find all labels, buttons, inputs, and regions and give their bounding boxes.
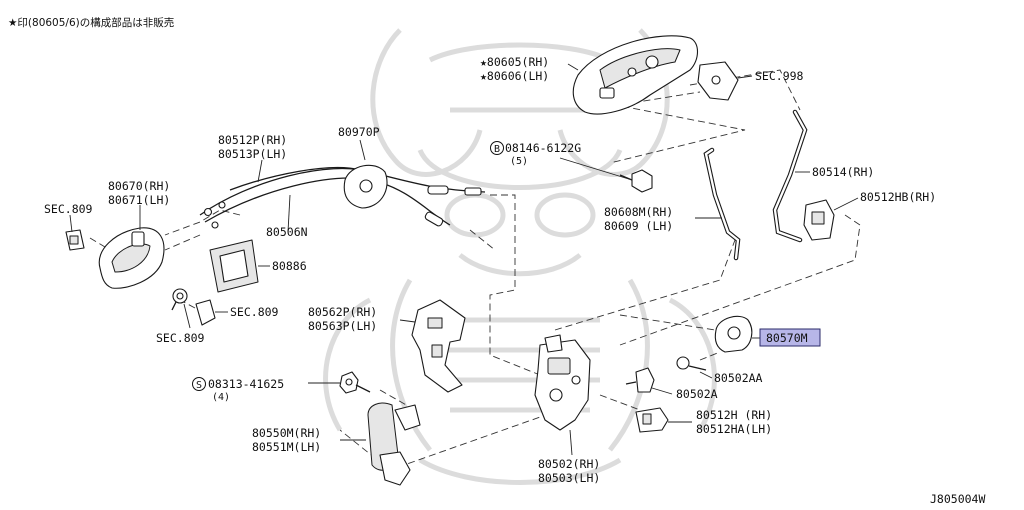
label-sec809-a[interactable]: SEC.809 [44, 202, 93, 216]
bolt-80502a-part [625, 367, 673, 395]
rod-80608m-part [695, 147, 741, 261]
label-80502aa[interactable]: 80502AA [714, 371, 763, 385]
label-80605[interactable]: ★80605(RH) [480, 55, 549, 69]
label-80512h[interactable]: 80512H (RH) [696, 408, 772, 422]
diagram-code: J805004W [930, 492, 985, 506]
actuator-80550m-part [340, 402, 421, 486]
label-80502[interactable]: 80502(RH) [538, 457, 600, 471]
label-80886[interactable]: 80886 [272, 259, 307, 273]
label-80512ha[interactable]: 80512HA(LH) [696, 422, 772, 436]
label-80512hb[interactable]: 80512HB(RH) [860, 190, 936, 204]
striker-80570m-part [714, 315, 760, 353]
label-80608m[interactable]: 80608M(RH) [604, 205, 673, 219]
part-labels: ★80605(RH) ★80606(LH) SEC.998 80970P 805… [44, 55, 936, 485]
label-80506n[interactable]: 80506N [266, 225, 308, 239]
screw-80502aa-part [676, 356, 713, 379]
header-note: ★印(80605/6)の構成部品は非販売 [8, 16, 174, 29]
highlight-box-80570m[interactable] [759, 328, 821, 347]
circle-b-badge: B [490, 141, 504, 155]
label-80512p[interactable]: 80512P(RH) [218, 133, 287, 147]
label-08146[interactable]: 08146-6122G [505, 141, 581, 155]
clip-80512hb-part [803, 197, 859, 241]
circle-b-letter: B [494, 144, 500, 155]
screw-08313-part [308, 371, 371, 394]
pad-80886-part [209, 239, 270, 293]
handle-bracket-part [697, 61, 753, 101]
label-80514[interactable]: 80514(RH) [812, 165, 874, 179]
label-80551m[interactable]: 80551M(LH) [252, 440, 321, 454]
clip-sec809-left-part [65, 214, 85, 251]
label-80563p[interactable]: 80563P(LH) [308, 319, 377, 333]
label-80513p[interactable]: 80513P(LH) [218, 147, 287, 161]
screw-sec809-part [171, 288, 191, 329]
label-80609[interactable]: 80609 (LH) [604, 219, 673, 233]
label-08146-qty: (5) [510, 156, 528, 167]
label-08313-qty: (4) [212, 392, 230, 403]
label-80502a[interactable]: 80502A [676, 387, 718, 401]
assembly-dashed-lines [89, 69, 861, 471]
label-sec998[interactable]: SEC.998 [755, 69, 804, 83]
outside-handle-part [567, 35, 699, 115]
label-sec809-c[interactable]: SEC.809 [156, 331, 205, 345]
rod-80514-part [772, 109, 810, 243]
door-lock-80502-part [534, 334, 591, 456]
bracket-80562p-part [399, 299, 466, 393]
cap-sec809-part [195, 299, 228, 326]
circle-s-letter: S [196, 380, 202, 391]
cable-assembly-part [199, 139, 486, 233]
bolt-08146-part [559, 157, 653, 193]
label-80670[interactable]: 80670(RH) [108, 179, 170, 193]
label-80606[interactable]: ★80606(LH) [480, 69, 549, 83]
clip-80512h-part [635, 407, 692, 433]
watermark-emblem [323, 28, 717, 485]
label-80503[interactable]: 80503(LH) [538, 471, 600, 485]
inside-handle-part [98, 205, 165, 289]
label-80562p[interactable]: 80562P(RH) [308, 305, 377, 319]
label-08313[interactable]: 08313-41625 [208, 377, 284, 391]
label-80570m[interactable]: 80570M [766, 331, 808, 345]
label-80550m[interactable]: 80550M(RH) [252, 426, 321, 440]
circle-s-badge: S [192, 377, 206, 391]
label-80671[interactable]: 80671(LH) [108, 193, 170, 207]
label-sec809-b[interactable]: SEC.809 [230, 305, 279, 319]
label-80970p[interactable]: 80970P [338, 125, 380, 139]
